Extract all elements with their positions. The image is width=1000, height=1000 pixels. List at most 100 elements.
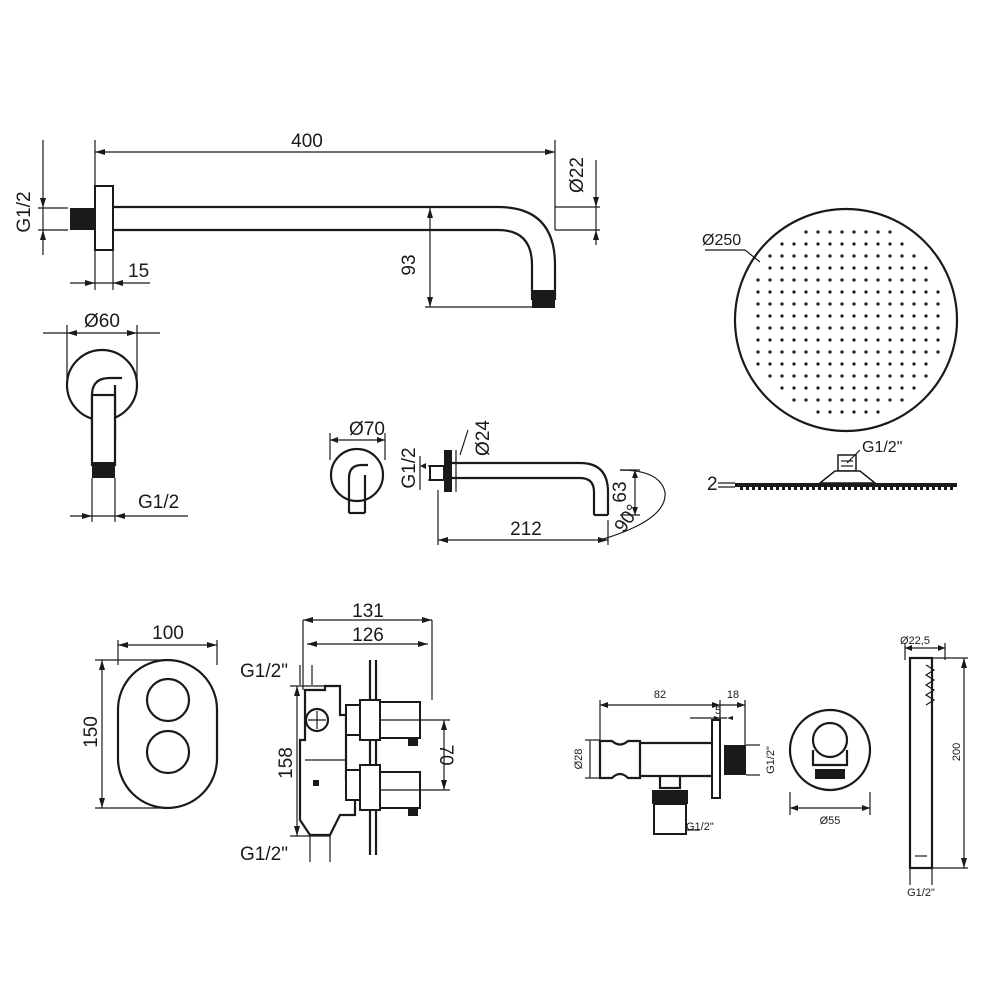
spray-hole xyxy=(912,302,916,306)
elbow-side-thread-label: G1/2" xyxy=(765,746,777,774)
spray-hole xyxy=(888,362,892,366)
spray-hole xyxy=(864,350,868,354)
spray-hole xyxy=(924,326,928,330)
spray-hole xyxy=(804,326,808,330)
spray-hole xyxy=(780,290,784,294)
spray-hole xyxy=(756,278,760,282)
spray-hole xyxy=(852,302,856,306)
spray-hole xyxy=(864,398,868,402)
spray-hole xyxy=(792,398,796,402)
arm-flange-depth-label: 15 xyxy=(128,261,149,282)
spray-hole xyxy=(792,386,796,390)
spray-hole xyxy=(816,230,820,234)
spray-hole xyxy=(924,290,928,294)
arm-thread-label: G1/2 xyxy=(14,191,35,232)
spout-angle-label: 90° xyxy=(611,501,645,537)
spray-hole xyxy=(924,338,928,342)
spray-hole xyxy=(852,350,856,354)
spray-hole xyxy=(900,278,904,282)
spray-hole xyxy=(768,362,772,366)
spray-hole xyxy=(876,290,880,294)
nozzle-row xyxy=(740,487,953,490)
hand-length-label: 200 xyxy=(951,743,963,761)
spout-height-label: 63 xyxy=(610,481,631,502)
spray-hole xyxy=(792,326,796,330)
spout-cover-diameter-label: Ø70 xyxy=(349,419,385,440)
spray-hole xyxy=(900,290,904,294)
spray-hole xyxy=(852,230,856,234)
spray-hole xyxy=(756,326,760,330)
spray-hole xyxy=(900,242,904,246)
spray-hole xyxy=(864,374,868,378)
spray-hole xyxy=(936,338,940,342)
valve-bottom-thread-label: G1/2" xyxy=(240,844,288,865)
spray-hole xyxy=(816,398,820,402)
spray-hole xyxy=(840,398,844,402)
spray-hole xyxy=(888,398,892,402)
outlet-elbow-view: 82 18 5 Ø28 G1/2" G1/2" Ø55 xyxy=(573,689,872,835)
spray-hole xyxy=(852,410,856,414)
head-diameter-label: Ø250 xyxy=(702,232,741,249)
spray-hole xyxy=(924,278,928,282)
spray-hole xyxy=(888,242,892,246)
spray-hole xyxy=(840,374,844,378)
spray-hole xyxy=(852,374,856,378)
spray-hole xyxy=(876,362,880,366)
spray-hole xyxy=(852,314,856,318)
spray-hole xyxy=(828,398,832,402)
nozzle xyxy=(872,487,875,490)
spray-hole xyxy=(816,266,820,270)
nozzle xyxy=(860,487,863,490)
spray-hole xyxy=(888,374,892,378)
hand-thread-label: G1/2" xyxy=(907,887,935,899)
spray-hole xyxy=(936,326,940,330)
flange-thread-label: G1/2 xyxy=(138,492,179,513)
spray-hole xyxy=(900,266,904,270)
nozzle xyxy=(776,487,779,490)
spray-hole xyxy=(804,230,808,234)
spray-hole xyxy=(840,362,844,366)
spray-hole xyxy=(816,350,820,354)
spray-hole xyxy=(912,266,916,270)
spray-hole xyxy=(876,374,880,378)
spray-hole xyxy=(792,302,796,306)
spray-hole xyxy=(828,266,832,270)
spray-hole xyxy=(888,302,892,306)
spray-hole xyxy=(828,278,832,282)
spout-view: Ø70 G1/2 Ø24 63 90° xyxy=(329,419,666,545)
spray-hole xyxy=(864,278,868,282)
spray-hole xyxy=(804,314,808,318)
spray-hole xyxy=(792,362,796,366)
spray-hole xyxy=(792,278,796,282)
flange-diameter-label: Ø60 xyxy=(84,311,120,332)
spray-hole xyxy=(816,338,820,342)
arm-diameter-label: Ø22 xyxy=(567,157,588,193)
spray-hole xyxy=(780,266,784,270)
spray-hole xyxy=(864,254,868,258)
head-thickness-label: 2 xyxy=(707,474,718,495)
valve-spacing-label: 70 xyxy=(435,744,456,765)
spray-hole xyxy=(828,338,832,342)
spray-hole xyxy=(924,350,928,354)
spray-hole xyxy=(804,242,808,246)
nozzle xyxy=(752,487,755,490)
spray-hole xyxy=(900,326,904,330)
nozzle xyxy=(854,487,857,490)
spray-hole xyxy=(828,350,832,354)
spray-hole xyxy=(900,362,904,366)
spray-hole xyxy=(924,374,928,378)
spray-hole xyxy=(828,374,832,378)
nozzle xyxy=(938,487,941,490)
spray-hole xyxy=(816,254,820,258)
nozzle xyxy=(926,487,929,490)
spray-hole xyxy=(864,290,868,294)
spray-hole xyxy=(864,266,868,270)
spray-hole xyxy=(840,326,844,330)
elbow-bottom-thread-label: G1/2" xyxy=(686,821,714,833)
spray-hole xyxy=(792,338,796,342)
spray-hole xyxy=(936,290,940,294)
nozzle xyxy=(806,487,809,490)
nozzle xyxy=(800,487,803,490)
arm-length-label: 400 xyxy=(291,131,323,152)
spray-hole xyxy=(900,386,904,390)
